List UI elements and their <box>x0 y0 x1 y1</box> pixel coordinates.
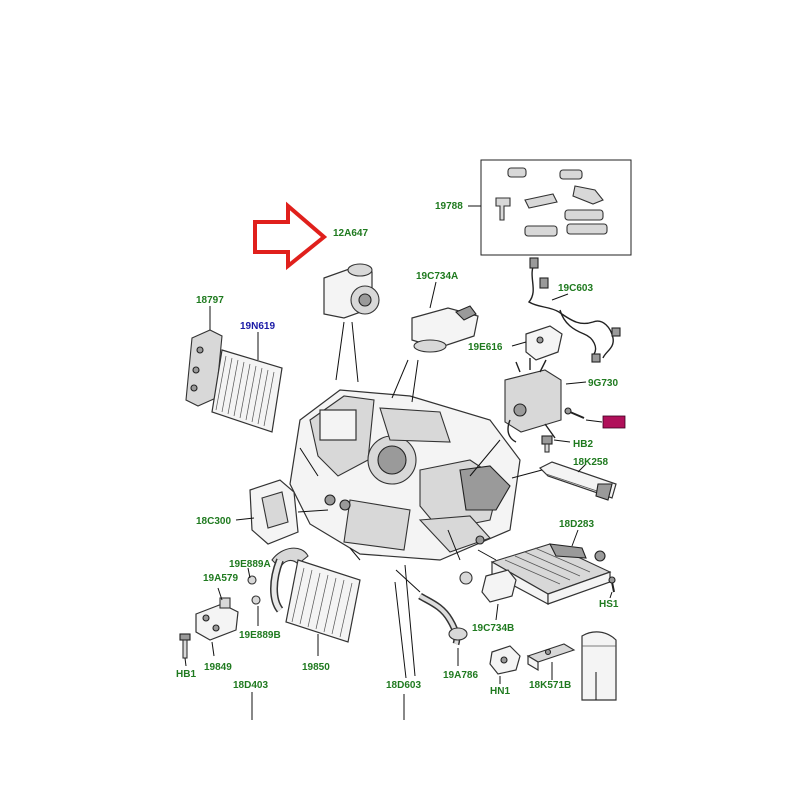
part-18797-filter-frame <box>185 306 223 407</box>
label-18K258: 18K258 <box>573 457 608 468</box>
label-19849: 19849 <box>204 662 232 673</box>
label-19N619: 19N619 <box>240 321 275 332</box>
part-19788-kit <box>468 159 632 256</box>
highlight-badge-icon <box>602 415 626 429</box>
label-19E889B: 19E889B <box>239 630 281 641</box>
part-18C300-duct <box>235 479 329 545</box>
label-HN1: HN1 <box>490 686 510 697</box>
label-18D283: 18D283 <box>559 519 594 530</box>
part-19A786-drain-hose <box>395 569 468 666</box>
label-19C734B: 19C734B <box>472 623 514 634</box>
part-19N619-pollen-filter <box>211 332 283 433</box>
label-19A786: 19A786 <box>443 670 478 681</box>
label-19A579: 19A579 <box>203 573 238 584</box>
part-12A647-blower-motor <box>323 263 380 383</box>
part-18K571B-bracket <box>526 643 576 680</box>
part-19C734A-actuator <box>391 281 479 403</box>
label-19E889A: 19E889A <box>229 559 271 570</box>
part-19850-heater-core <box>285 559 361 656</box>
label-18K571B: 18K571B <box>529 680 571 691</box>
part-HN1-nut <box>489 645 521 684</box>
part-screw-highlighted <box>564 407 603 423</box>
part-cover-partial <box>581 631 617 701</box>
part-19C603-wiring-harness <box>527 257 621 363</box>
label-19C734A: 19C734A <box>416 271 458 282</box>
label-18797: 18797 <box>196 295 224 306</box>
red-outline-arrow-icon <box>253 201 328 271</box>
label-18C300: 18C300 <box>196 516 231 527</box>
leader-housing-right <box>469 439 501 477</box>
part-19C734B-actuator <box>447 529 517 621</box>
label-19788: 19788 <box>435 201 463 212</box>
part-HS1-screw <box>608 576 616 599</box>
label-HB2: HB2 <box>573 439 593 450</box>
label-HB1: HB1 <box>176 669 196 680</box>
label-9G730: 9G730 <box>588 378 618 389</box>
label-18D403: 18D403 <box>233 680 268 691</box>
part-19849-bracket <box>195 587 239 657</box>
label-12A647: 12A647 <box>333 228 368 239</box>
part-9G730-module <box>504 358 587 443</box>
label-18D603: 18D603 <box>386 680 421 691</box>
part-18K258-duct <box>511 461 617 501</box>
label-HS1: HS1 <box>599 599 619 610</box>
label-19E616: 19E616 <box>468 342 503 353</box>
label-19850: 19850 <box>302 662 330 673</box>
part-19E616-sensor <box>511 325 563 361</box>
leader-18D603-a <box>404 564 416 677</box>
leader-housing-left <box>299 447 319 477</box>
part-HB2-fastener <box>541 435 571 453</box>
label-19C603: 19C603 <box>558 283 593 294</box>
part-HB1-bolt <box>179 633 191 667</box>
leader-18D603-b <box>394 581 407 679</box>
part-heater-housing <box>289 389 521 561</box>
